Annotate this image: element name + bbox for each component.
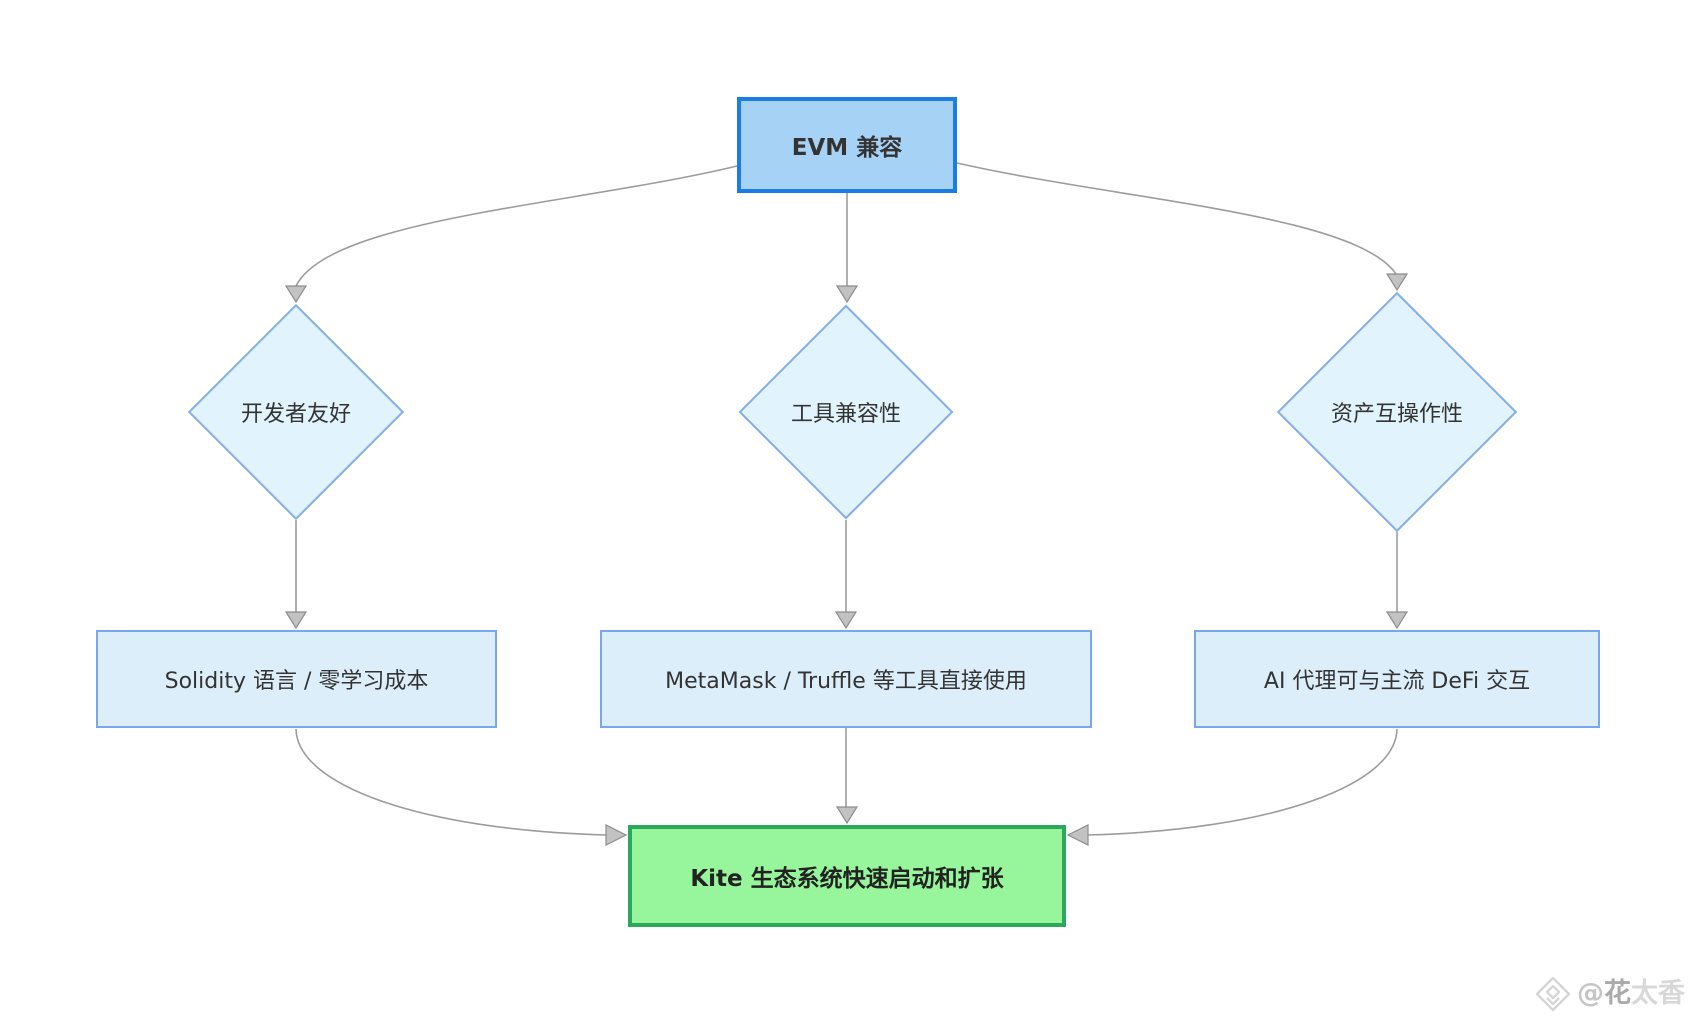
node-developer-friendly-label: 开发者友好 (240, 402, 351, 427)
node-evm-compat-label: EVM 兼容 (791, 135, 903, 161)
watermark-name-bold: 花 (1604, 978, 1631, 1009)
edge-root-to-right-diamond (956, 162, 1397, 275)
arrowhead-icon (834, 611, 858, 630)
node-kite-ecosystem-outcome: Kite 生态系统快速启动和扩张 (628, 825, 1066, 927)
arrowhead-icon (1385, 273, 1409, 292)
watermark-at: @ (1577, 978, 1604, 1009)
node-asset-interop-label: 资产互操作性 (1330, 402, 1463, 427)
node-tool-compat-label: 工具兼容性 (790, 402, 901, 427)
diamond-logo-icon (1535, 976, 1571, 1012)
arrowhead-icon (284, 285, 308, 304)
edge-root-to-left-diamond (295, 165, 738, 287)
node-ai-defi-result-label: AI 代理可与主流 DeFi 交互 (1263, 669, 1531, 694)
edge-left-result-to-outcome (295, 728, 607, 836)
watermark-text: @花太香 (1577, 976, 1685, 1012)
watermark: @花太香 (1535, 976, 1685, 1012)
node-metamask-result-label: MetaMask / Truffle 等工具直接使用 (665, 669, 1027, 694)
node-asset-interop: 资产互操作性 (1276, 291, 1518, 533)
arrowhead-icon (284, 611, 308, 630)
watermark-name-light: 太香 (1631, 978, 1685, 1009)
arrowhead-icon (605, 824, 628, 846)
node-developer-friendly: 开发者友好 (187, 303, 405, 521)
arrowhead-icon (835, 285, 859, 304)
node-tool-compat: 工具兼容性 (738, 304, 954, 520)
node-solidity-result: Solidity 语言 / 零学习成本 (96, 630, 497, 728)
node-metamask-result: MetaMask / Truffle 等工具直接使用 (600, 630, 1092, 728)
arrowhead-icon (1066, 824, 1089, 846)
node-evm-compat: EVM 兼容 (737, 97, 957, 193)
edge-right-result-to-outcome (1087, 728, 1398, 836)
node-solidity-result-label: Solidity 语言 / 零学习成本 (164, 669, 429, 694)
node-kite-ecosystem-outcome-label: Kite 生态系统快速启动和扩张 (690, 866, 1004, 892)
arrowhead-icon (835, 806, 859, 825)
arrowhead-icon (1385, 611, 1409, 630)
node-ai-defi-result: AI 代理可与主流 DeFi 交互 (1194, 630, 1600, 728)
